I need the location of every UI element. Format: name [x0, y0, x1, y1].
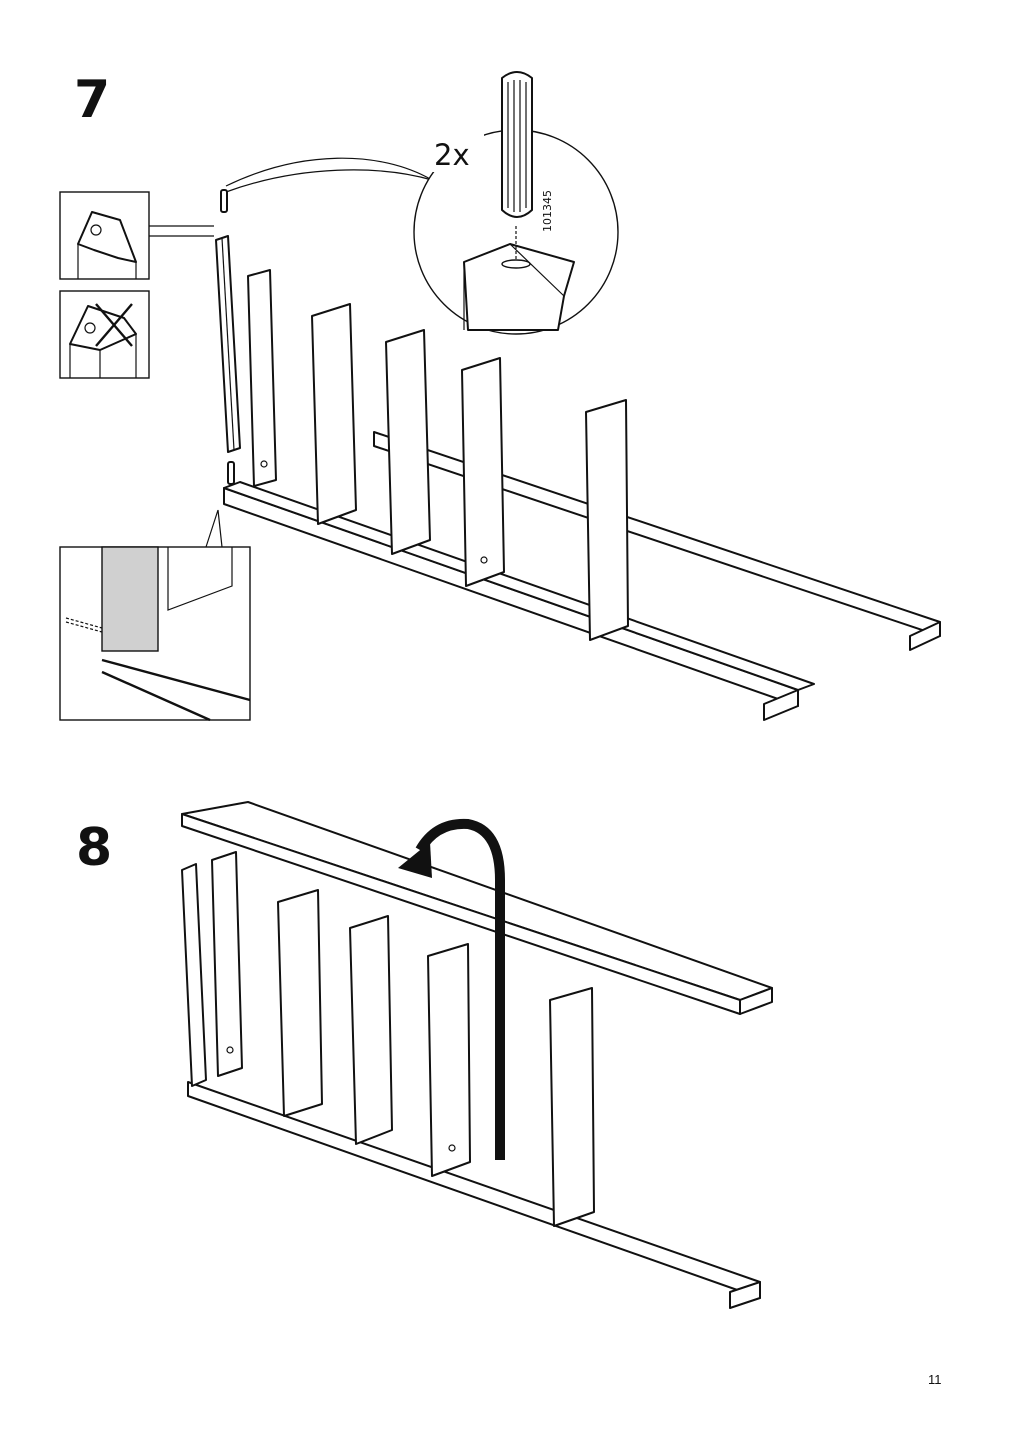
dowel-icon [501, 71, 533, 218]
inset-correct-orientation [59, 191, 214, 280]
page-number: 11 [928, 1372, 942, 1387]
curved-arrow-icon [398, 818, 505, 1160]
dowel-detail-callout [413, 71, 619, 335]
part-number-label: 101345 [541, 190, 554, 232]
dowel-quantity-label: 2x [434, 138, 470, 172]
step-7-number: 7 [74, 70, 111, 130]
inset-flush-alignment [59, 509, 251, 722]
step-7-illustration [59, 71, 941, 722]
inset-incorrect-orientation [59, 290, 150, 379]
cross-mark-icon [95, 303, 133, 347]
step-8-illustration [181, 801, 773, 1309]
step-8-number: 8 [76, 818, 113, 878]
